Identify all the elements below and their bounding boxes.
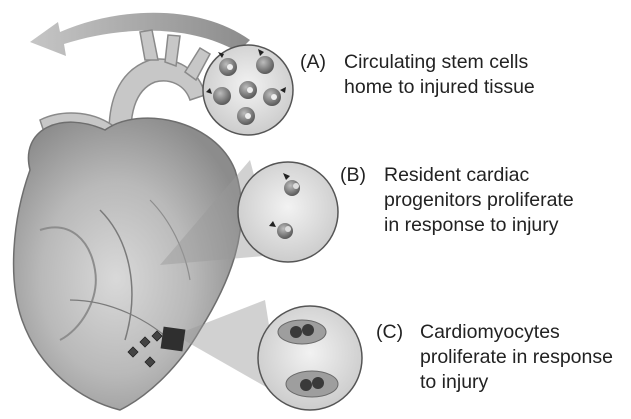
label-b-line-3: in response to injury [384, 213, 574, 238]
label-c-line-1: Cardiomyocytes [420, 320, 613, 345]
label-a-text: Circulating stem cells home to injured t… [344, 50, 535, 100]
injury-site [161, 327, 186, 352]
label-a-line-1: Circulating stem cells [344, 50, 535, 75]
label-b: (B) Resident cardiac progenitors prolife… [340, 163, 574, 238]
label-c-line-3: to injury [420, 370, 613, 395]
label-c: (C) Cardiomyocytes proliferate in respon… [376, 320, 613, 395]
label-c-text: Cardiomyocytes proliferate in response t… [420, 320, 613, 395]
heart-body [14, 118, 242, 410]
inset-circle-c [258, 306, 362, 410]
label-b-letter: (B) [340, 163, 366, 188]
label-c-line-2: proliferate in response [420, 345, 613, 370]
label-a-line-2: home to injured tissue [344, 75, 535, 100]
inset-circle-b [238, 162, 338, 262]
label-a: (A) Circulating stem cells home to injur… [300, 50, 535, 100]
inset-circle-a [203, 45, 293, 135]
label-a-letter: (A) [300, 50, 326, 75]
label-c-letter: (C) [376, 320, 403, 345]
label-b-text: Resident cardiac progenitors proliferate… [384, 163, 574, 238]
label-b-line-1: Resident cardiac [384, 163, 574, 188]
label-b-line-2: progenitors proliferate [384, 188, 574, 213]
